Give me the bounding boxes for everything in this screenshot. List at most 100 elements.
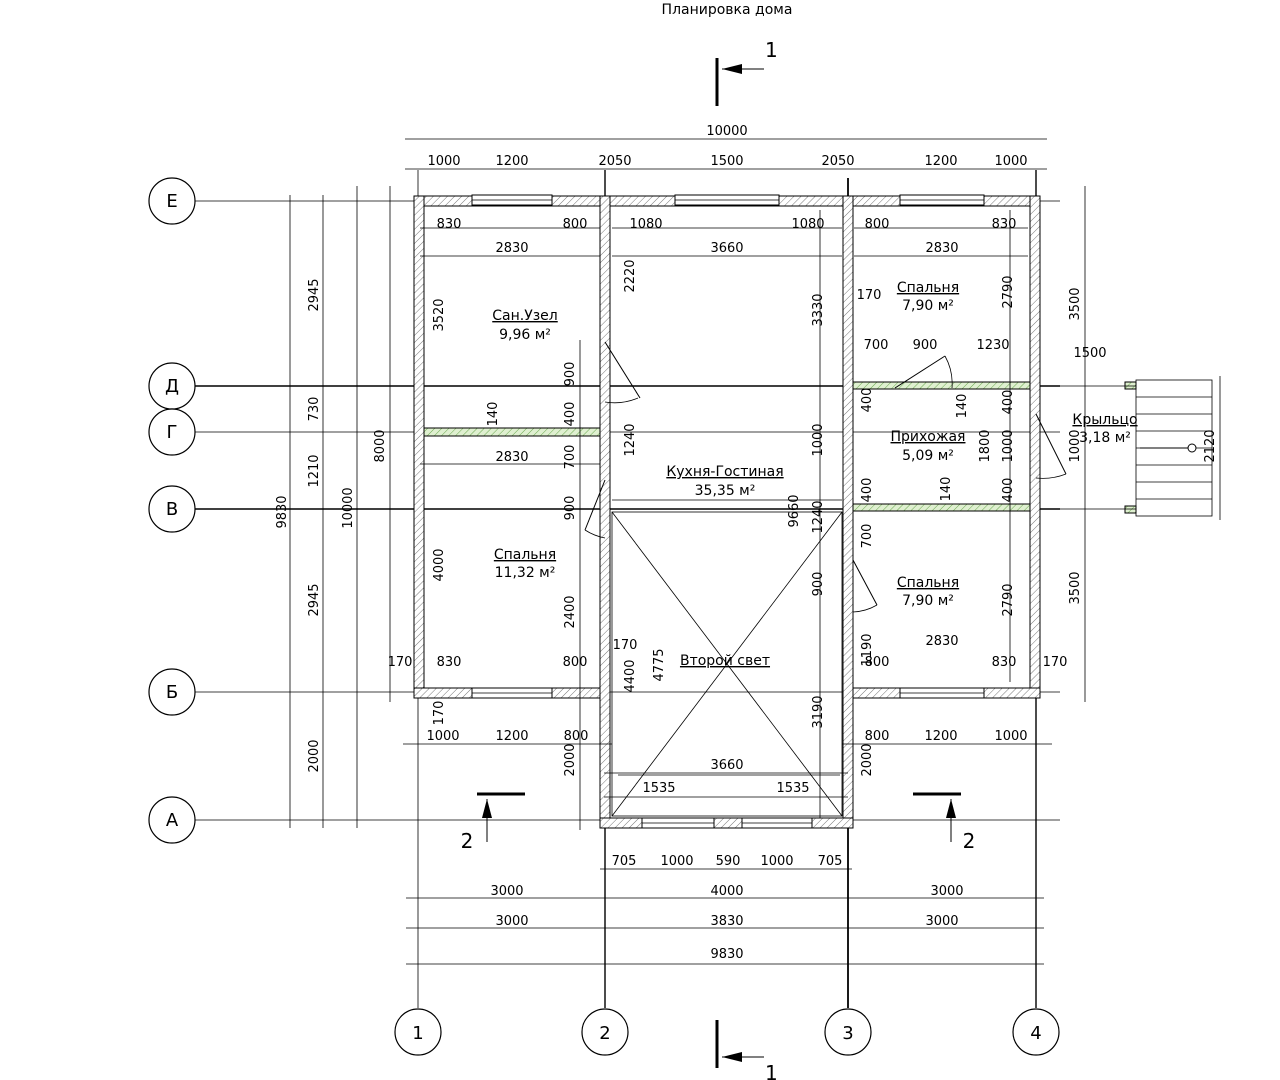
dim-text: 9660 — [787, 494, 802, 527]
dimension-lines — [289, 138, 1086, 965]
dim-text: 590 — [716, 854, 741, 869]
dimension-texts-vertical: 2945 730 1210 2945 2000 9830 10000 8000 … — [275, 259, 1218, 776]
dim-text: 1535 — [776, 781, 809, 796]
room-area-bedroom: 11,32 м² — [495, 565, 556, 581]
axis-label-row: Д — [165, 376, 179, 397]
room-name-bedroom: Спальня — [897, 575, 959, 591]
dim-text: 800 — [563, 655, 588, 670]
room-name-second-light: Второй свет — [680, 653, 770, 669]
dim-text: 140 — [955, 394, 970, 419]
dim-text: 3000 — [490, 884, 523, 899]
dim-text: 1200 — [495, 154, 528, 169]
dim-text: 1000 — [994, 729, 1027, 744]
dim-text: 1000 — [994, 154, 1027, 169]
dim-text: 3330 — [811, 293, 826, 326]
dim-text: 2000 — [307, 739, 322, 772]
room-area-bedroom: 7,90 м² — [902, 298, 954, 314]
dim-text: 1500 — [710, 154, 743, 169]
room-area-bedroom: 7,90 м² — [902, 593, 954, 609]
dimension-texts: 10000 1000 1200 2050 1500 2050 1200 1000… — [388, 124, 1107, 962]
dim-text: 1000 — [811, 423, 826, 456]
dim-text: 140 — [939, 477, 954, 502]
dim-text: 2790 — [1001, 275, 1016, 308]
dim-text: 4000 — [432, 548, 447, 581]
dim-text: 800 — [865, 655, 890, 670]
dim-text: 2830 — [495, 241, 528, 256]
axis-bubble-col — [1012, 1008, 1060, 1056]
dim-text: 2050 — [598, 154, 631, 169]
dim-text: 140 — [486, 402, 501, 427]
dim-text: 2945 — [307, 278, 322, 311]
dim-text: 1000 — [426, 729, 459, 744]
room-name-bedroom: Спальня — [494, 547, 556, 563]
dim-text: 830 — [437, 217, 462, 232]
dim-text: 400 — [860, 388, 875, 413]
room-labels: Сан.Узел 9,96 м² Спальня 7,90 м² Прихожа… — [492, 280, 1137, 669]
dim-text: 700 — [864, 338, 889, 353]
axis-label-row: В — [166, 499, 178, 520]
axis-label-col: 2 — [599, 1023, 610, 1044]
room-name-bathroom: Сан.Узел — [492, 308, 558, 324]
dim-text: 2830 — [495, 450, 528, 465]
axis-label-row: Г — [167, 422, 178, 443]
dim-text: 3190 — [811, 695, 826, 728]
dim-text: 705 — [818, 854, 843, 869]
dim-text: 2000 — [860, 743, 875, 776]
dim-text: 830 — [992, 217, 1017, 232]
dim-text: 8000 — [373, 429, 388, 462]
porch-stairs — [1040, 376, 1221, 520]
dim-text: 170 — [432, 701, 447, 726]
dim-text: 3500 — [1068, 571, 1083, 604]
dim-text: 830 — [437, 655, 462, 670]
dim-text: 705 — [612, 854, 637, 869]
dim-text: 4400 — [623, 659, 638, 692]
dim-text: 1230 — [976, 338, 1009, 353]
axis-bubble-row — [148, 485, 196, 533]
dim-text: 800 — [865, 729, 890, 744]
dim-text: 3000 — [930, 884, 963, 899]
dim-text: 1535 — [642, 781, 675, 796]
room-name-porch: Крыльцо — [1072, 412, 1137, 428]
dim-text: 1000 — [1068, 429, 1083, 462]
dim-text: 4000 — [710, 884, 743, 899]
dim-text: 1190 — [860, 633, 875, 666]
axis-bubble-row — [148, 796, 196, 844]
dim-text: 1000 — [1001, 429, 1016, 462]
axis-label-col: 4 — [1030, 1023, 1041, 1044]
dim-text: 900 — [811, 572, 826, 597]
dim-text: 700 — [563, 445, 578, 470]
dim-text: 2830 — [925, 241, 958, 256]
axis-bubble-row — [148, 177, 196, 225]
room-name-kitchen: Кухня-Гостиная — [666, 464, 783, 480]
section-markers: 1 1 2 2 — [461, 38, 976, 1080]
room-area-hall: 5,09 м² — [902, 448, 954, 464]
dim-text: 900 — [563, 362, 578, 387]
dim-text: 2945 — [307, 583, 322, 616]
dim-text: 2790 — [1001, 583, 1016, 616]
dim-text: 1500 — [1073, 346, 1106, 361]
dim-text: 3660 — [710, 241, 743, 256]
dim-text: 830 — [992, 655, 1017, 670]
dim-text: 1240 — [623, 423, 638, 456]
section-label: 2 — [963, 829, 976, 853]
dim-text: 2120 — [1203, 429, 1218, 462]
dim-text: 900 — [563, 496, 578, 521]
dim-text: 1210 — [307, 454, 322, 487]
windows — [471, 194, 985, 829]
dim-text: 170 — [388, 655, 413, 670]
dim-text: 3500 — [1068, 287, 1083, 320]
dim-text: 2000 — [563, 743, 578, 776]
dim-text: 400 — [563, 402, 578, 427]
dim-text: 1080 — [629, 217, 662, 232]
axis-label-row: А — [166, 810, 179, 831]
axis-label-row: Б — [166, 682, 178, 703]
axis-label-col: 1 — [412, 1023, 423, 1044]
axis-bubble-col — [394, 1008, 442, 1056]
dim-text: 3000 — [925, 914, 958, 929]
dim-text: 170 — [613, 638, 638, 653]
axis-bubble-col — [581, 1008, 629, 1056]
dim-text: 400 — [860, 478, 875, 503]
dim-text: 2400 — [563, 595, 578, 628]
axis-label-col: 3 — [842, 1023, 853, 1044]
